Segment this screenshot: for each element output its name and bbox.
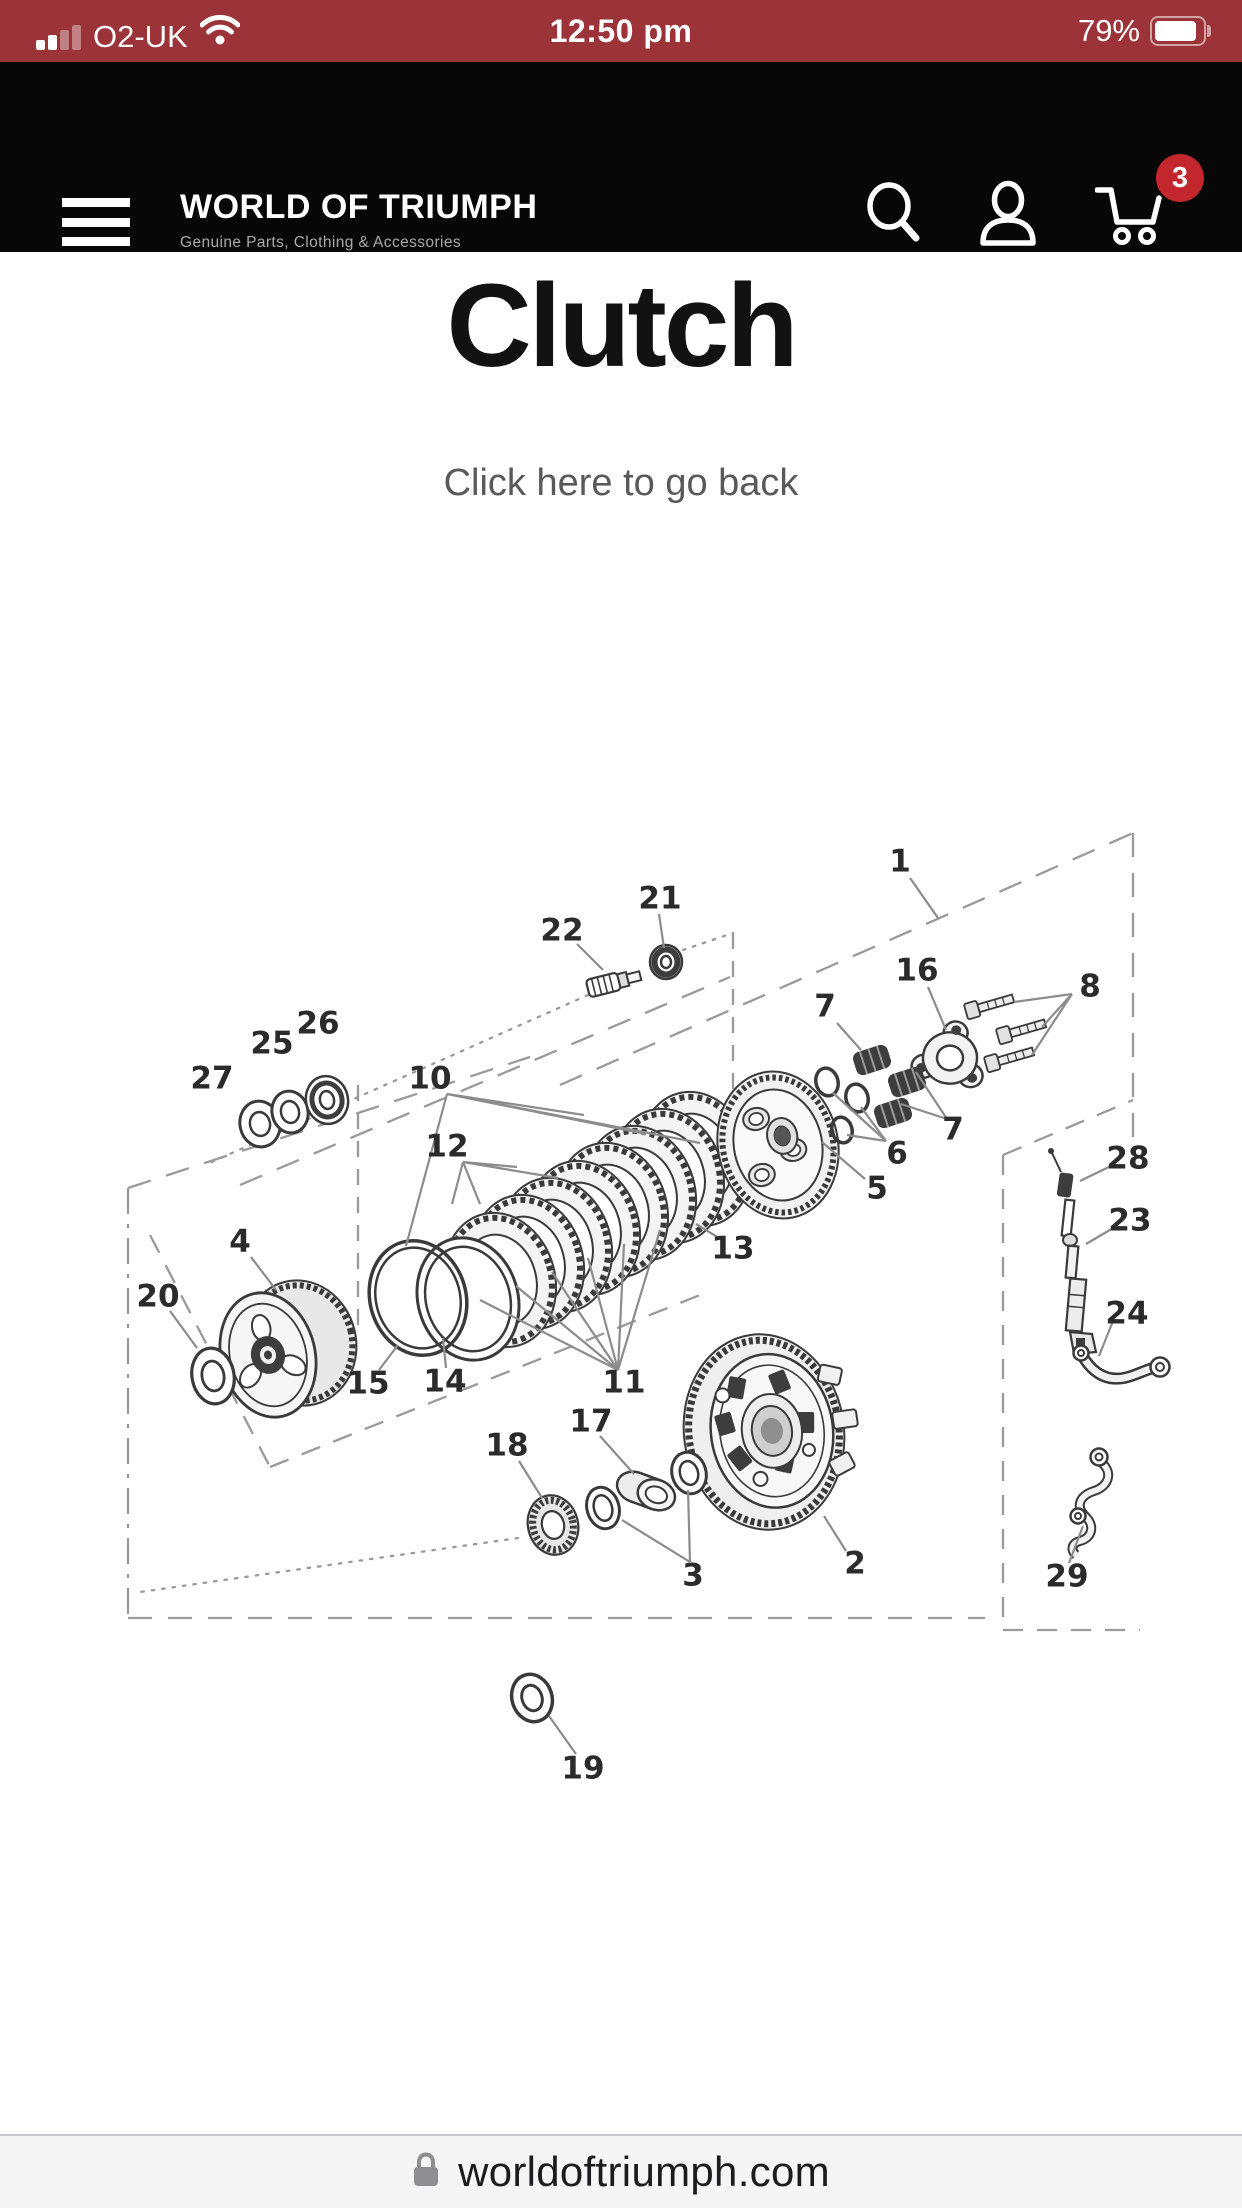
part-label-2[interactable]: 2 xyxy=(844,1546,866,1582)
part-label-4[interactable]: 4 xyxy=(229,1224,251,1260)
status-right: 79% xyxy=(1077,13,1211,49)
part-26-bearing xyxy=(304,1074,350,1126)
clutch-plate-stack xyxy=(367,1090,754,1362)
part-label-23[interactable]: 23 xyxy=(1108,1203,1151,1239)
brand-tagline: Genuine Parts, Clothing & Accessories xyxy=(180,234,462,251)
part-7-springs xyxy=(852,1044,927,1129)
part-label-25[interactable]: 25 xyxy=(250,1026,293,1062)
part-label-17[interactable]: 17 xyxy=(569,1404,612,1440)
account-button[interactable] xyxy=(978,180,1038,246)
part-label-7[interactable]: 7 xyxy=(942,1112,964,1148)
part-label-13[interactable]: 13 xyxy=(711,1231,754,1267)
site-header: WORLD OF TRIUMPH Genuine Parts, Clothing… xyxy=(0,62,1242,252)
part-label-1[interactable]: 1 xyxy=(889,844,911,880)
part-label-8[interactable]: 8 xyxy=(1079,969,1101,1005)
part-22-adjuster xyxy=(585,970,643,998)
brand-name: WORLD OF TRIUMPH xyxy=(180,188,538,226)
status-left: O2-UK xyxy=(36,0,241,62)
part-label-3[interactable]: 3 xyxy=(682,1558,704,1594)
part-2-basket xyxy=(682,1333,859,1531)
part-label-18[interactable]: 18 xyxy=(485,1428,528,1464)
part-label-15[interactable]: 15 xyxy=(346,1366,389,1402)
part-17-spacers xyxy=(585,1450,708,1531)
part-21-bearing xyxy=(648,943,684,981)
part-19-washer xyxy=(509,1672,555,1724)
part-18-bearing xyxy=(526,1494,580,1556)
part-23-pushrod xyxy=(1048,1148,1098,1356)
url-text: worldoftriumph.com xyxy=(458,2148,830,2195)
part-label-29[interactable]: 29 xyxy=(1045,1559,1088,1595)
go-back-link[interactable]: Click here to go back xyxy=(443,462,799,504)
part-label-5[interactable]: 5 xyxy=(866,1171,888,1207)
menu-button[interactable] xyxy=(62,198,130,246)
battery-icon xyxy=(1150,16,1211,46)
part-label-14[interactable]: 14 xyxy=(423,1364,466,1400)
part-27-washer xyxy=(238,1099,282,1149)
leader-lines xyxy=(169,877,1116,1755)
part-label-7[interactable]: 7 xyxy=(814,989,836,1025)
cart-button[interactable] xyxy=(1095,186,1169,248)
part-label-6[interactable]: 6 xyxy=(886,1136,908,1172)
battery-percent: 79% xyxy=(1077,13,1140,48)
carrier-label: O2-UK xyxy=(93,19,188,54)
part-label-24[interactable]: 24 xyxy=(1105,1296,1148,1332)
search-button[interactable] xyxy=(862,180,924,246)
part-label-26[interactable]: 26 xyxy=(296,1006,339,1042)
part-label-28[interactable]: 28 xyxy=(1106,1141,1149,1177)
clock: 12:50 pm xyxy=(549,12,693,49)
part-6-orings xyxy=(814,1066,870,1145)
site-logo[interactable]: WORLD OF TRIUMPH Genuine Parts, Clothing… xyxy=(180,188,537,252)
part-label-20[interactable]: 20 xyxy=(136,1279,179,1315)
wifi-icon xyxy=(199,15,241,50)
page-title: Clutch xyxy=(446,260,798,392)
part-4-gear xyxy=(218,1279,358,1419)
cart-count-badge: 3 xyxy=(1156,154,1204,202)
cart-count: 3 xyxy=(1171,161,1189,194)
part-29-bracket xyxy=(1067,1447,1113,1559)
part-label-27[interactable]: 27 xyxy=(190,1061,233,1097)
cellular-signal-icon xyxy=(36,24,81,50)
status-bar: O2-UK 12:50 pm 79% xyxy=(0,0,1242,62)
part-label-16[interactable]: 16 xyxy=(895,953,938,989)
part-label-10[interactable]: 10 xyxy=(408,1061,451,1097)
part-label-19[interactable]: 19 xyxy=(561,1751,604,1787)
part-25-washer xyxy=(270,1089,310,1135)
browser-url-bar[interactable]: worldoftriumph.com xyxy=(0,2134,1242,2208)
part-label-12[interactable]: 12 xyxy=(425,1129,468,1165)
part-label-22[interactable]: 22 xyxy=(540,913,583,949)
lock-icon xyxy=(412,2151,440,2193)
part-label-11[interactable]: 11 xyxy=(602,1365,645,1401)
part-label-21[interactable]: 21 xyxy=(638,881,681,917)
part-number-labels: 1234567781011121314151617181920212223242… xyxy=(136,844,1151,1787)
part-24-lever xyxy=(1072,1344,1171,1385)
part-20-washer xyxy=(190,1346,236,1406)
